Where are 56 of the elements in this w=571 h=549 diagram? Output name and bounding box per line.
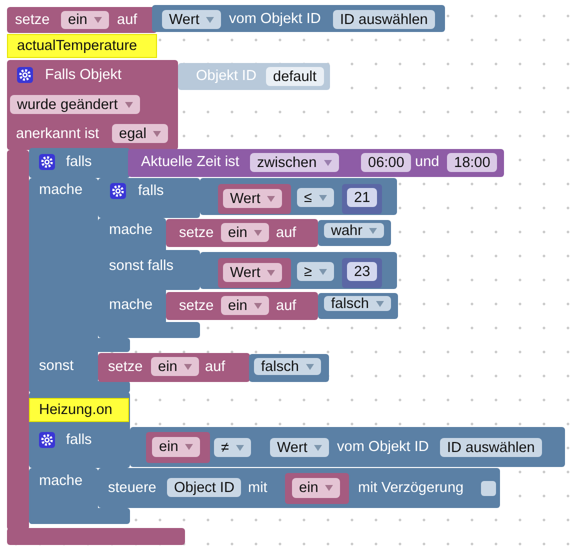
block-keyword: setze <box>179 297 214 315</box>
dropdown-field: ein <box>292 478 340 498</box>
block-keyword: auf <box>117 11 138 29</box>
dropdown-field: falsch <box>254 358 321 375</box>
text-field: 06:00 <box>361 153 412 172</box>
dropdown-field: wurde geändert <box>10 95 140 114</box>
block-keyword: falls <box>66 153 92 171</box>
dropdown-field: wahr <box>324 223 384 238</box>
block-keyword: setze <box>108 358 143 376</box>
text-field: 18:00 <box>447 153 498 172</box>
block-keyword: auf <box>276 224 296 242</box>
block-keyword: steuere <box>108 479 156 497</box>
text-field: Object ID <box>167 478 242 497</box>
dropdown-field: ein <box>221 296 270 315</box>
block-keyword: setze <box>15 11 50 29</box>
dropdown-field: ein <box>151 357 200 376</box>
dropdown-field: ein <box>61 11 110 29</box>
block-keyword: Falls Objekt <box>45 66 122 84</box>
block-keyword: mit <box>248 479 268 497</box>
dropdown-field: ≤ <box>297 188 334 207</box>
block-keyword: und <box>415 153 440 171</box>
block-keyword: auf <box>276 297 296 315</box>
block-keyword: Aktuelle Zeit ist <box>141 153 240 171</box>
dropdown-field: Wert <box>223 263 282 282</box>
dropdown-field: zwischen <box>250 153 339 172</box>
block-keyword: mache <box>39 472 83 490</box>
dropdown-field: falsch <box>324 296 391 311</box>
dropdown-field: egal <box>112 124 168 143</box>
comment-tag: Heizung.on <box>29 398 129 422</box>
block-keyword: setze <box>179 224 214 242</box>
dropdown-field: Wert <box>270 438 330 457</box>
dropdown-field: ≠ <box>214 438 251 457</box>
text-field: ID auswählen <box>333 10 435 29</box>
text-field: ID auswählen <box>440 438 542 457</box>
dropdown-field: Wert <box>162 10 222 29</box>
block-keyword: sonst falls <box>109 257 174 275</box>
block-keyword: auf <box>205 358 226 376</box>
value-field: 23 <box>347 262 378 281</box>
dropdown-field: Wert <box>223 189 282 208</box>
dropdown-field: ein <box>221 223 270 242</box>
text-field: default <box>266 67 324 86</box>
block-keyword: falls <box>66 431 92 449</box>
value-field: 21 <box>347 188 378 207</box>
block-keyword: mit Verzögerung <box>358 479 464 497</box>
block-keyword: mache <box>39 181 83 199</box>
dropdown-field: ein <box>152 437 200 457</box>
dropdown-field: ≥ <box>297 262 334 281</box>
block-keyword: sonst <box>39 357 74 375</box>
block-keyword: vom Objekt ID <box>229 10 321 28</box>
block-keyword: mache <box>109 221 153 239</box>
block-keyword: Objekt ID <box>196 67 256 85</box>
block-keyword: vom Objekt ID <box>337 438 429 456</box>
block-keyword: anerkannt ist <box>16 125 100 143</box>
comment-tag: actualTemperature <box>7 34 157 58</box>
block-keyword: mache <box>109 296 153 314</box>
block-keyword: falls <box>138 182 164 200</box>
